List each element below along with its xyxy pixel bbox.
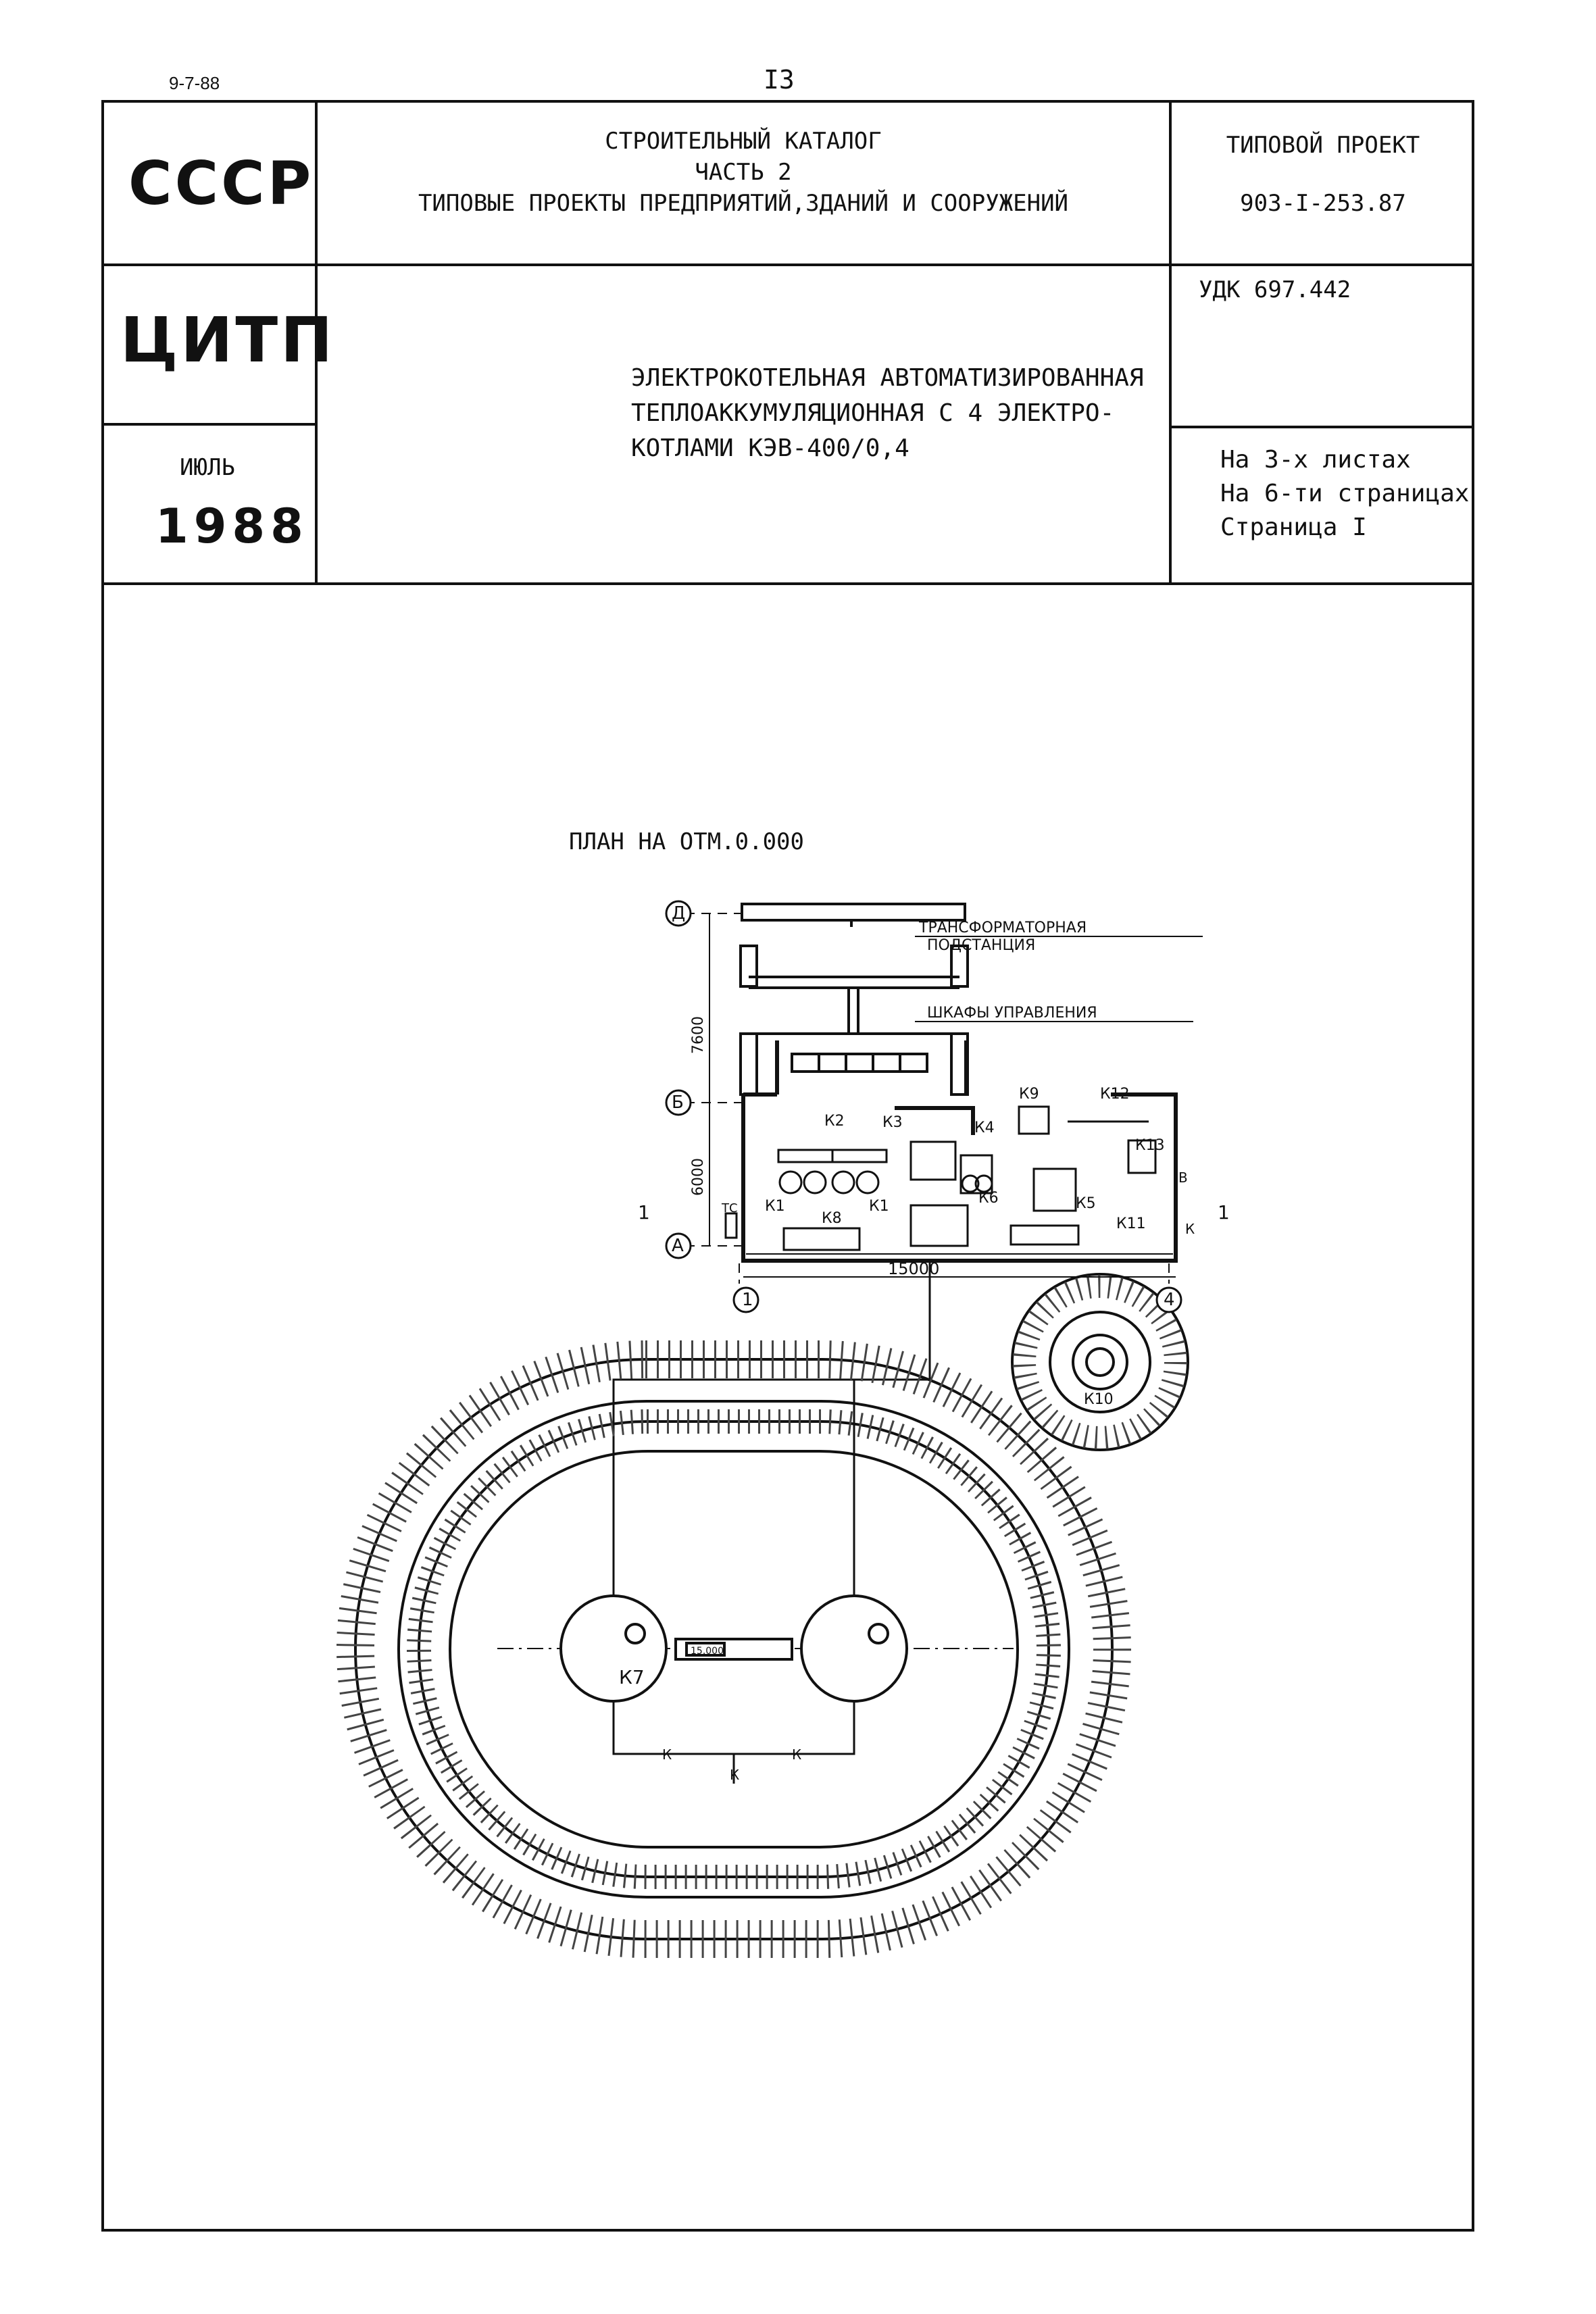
udk-code: УДК 697.442 (1199, 276, 1351, 303)
storage-tanks (559, 1594, 908, 1703)
catalog-line-2: ЧАСТЬ 2 (695, 159, 792, 186)
substation-label-1: ТРАНСФОРМАТОРНАЯ (918, 920, 1087, 936)
tc-label: ТС (721, 1201, 738, 1215)
label-k13: К13 (1135, 1137, 1165, 1154)
project-code: 903-I-253.87 (1240, 190, 1406, 217)
catalog-heading: СТРОИТЕЛЬНЫЙ КАТАЛОГ ЧАСТЬ 2 ТИПОВЫЕ ПРО… (318, 126, 1169, 219)
pipe-label-k-mid: К (730, 1767, 739, 1783)
stamp-month: ИЮЛЬ (180, 454, 235, 481)
page-number: I3 (764, 65, 795, 95)
pipe-label-k-left: К (662, 1746, 672, 1763)
page-frame (101, 100, 1474, 2232)
document-title: ЭЛЕКТРОКОТЕЛЬНАЯ АВТОМАТИЗИРОВАННАЯ ТЕПЛ… (631, 361, 1144, 466)
sheets-line-2: На 6-ти страницах (1220, 480, 1470, 507)
section-mark-left: 1 (638, 1201, 650, 1224)
dimension-15000: 15000 (888, 1259, 939, 1278)
label-k6: К6 (978, 1190, 999, 1207)
control-cabinets (791, 1053, 928, 1073)
cabinets-label: ШКАФЫ УПРАВЛЕНИЯ (927, 1005, 1097, 1022)
dimension-6000: 6000 (690, 1158, 707, 1196)
label-k3: К3 (882, 1114, 903, 1131)
axis-label-d: Д (672, 903, 685, 924)
axis-label-b: Б (672, 1092, 684, 1113)
pipelines (497, 1261, 1014, 1784)
axis-label-a: А (672, 1236, 684, 1256)
plan-title: ПЛАН НА ОТМ.0.000 (569, 828, 804, 855)
label-k11: К11 (1116, 1215, 1146, 1232)
stamp-divider (101, 423, 316, 426)
label-k2: К2 (824, 1113, 845, 1130)
tank-mark: 15.000 (691, 1646, 724, 1657)
sheets-line-3: Страница I (1220, 513, 1367, 541)
axis-label-4: 4 (1164, 1290, 1175, 1310)
pipe-label-v: В (1178, 1169, 1188, 1186)
label-k5: К5 (1076, 1195, 1096, 1212)
label-k1-left: К1 (765, 1198, 785, 1215)
section-mark-right: 1 (1218, 1201, 1230, 1224)
udk-divider (1169, 426, 1474, 428)
label-k4: К4 (974, 1120, 995, 1136)
header-row-divider-2 (101, 582, 1474, 585)
label-k9: К9 (1019, 1086, 1039, 1103)
header-row-divider-1 (101, 263, 1474, 266)
axis-label-1: 1 (742, 1290, 753, 1310)
header-col-divider-1 (315, 100, 318, 584)
label-k1-right: К1 (869, 1198, 889, 1215)
header-col-divider-2 (1169, 100, 1172, 584)
label-k12: К12 (1100, 1086, 1130, 1103)
stamp-org: ЦИТП (120, 304, 336, 376)
stamp-country: СССР (128, 149, 314, 218)
project-label: ТИПОВОЙ ПРОЕКТ (1226, 132, 1420, 159)
title-line-3: КОТЛАМИ КЭВ-400/0,4 (631, 434, 909, 462)
label-k7: К7 (619, 1666, 645, 1688)
title-line-2: ТЕПЛОАККУМУЛЯЦИОННАЯ С 4 ЭЛЕКТРО- (631, 399, 1115, 427)
sheets-info: На 3-х листах На 6-ти страницах Страница… (1220, 443, 1469, 545)
title-line-1: ЭЛЕКТРОКОТЕЛЬНАЯ АВТОМАТИЗИРОВАННАЯ (631, 364, 1144, 392)
storage-reservoir (336, 1340, 1131, 1958)
axis-lines (685, 913, 1170, 1284)
dimension-7600: 7600 (690, 1016, 707, 1054)
pipe-label-k-right: К (792, 1746, 801, 1763)
tank-k10 (1011, 1273, 1189, 1451)
building-walls (741, 1040, 1178, 1263)
catalog-line-1: СТРОИТЕЛЬНЫЙ КАТАЛОГ (605, 128, 882, 155)
boilers-equipment (724, 1105, 1157, 1251)
label-k8: К8 (822, 1210, 842, 1227)
catalog-line-3: ТИПОВЫЕ ПРОЕКТЫ ПРЕДПРИЯТИЙ,ЗДАНИЙ И СОО… (418, 190, 1069, 217)
pipe-label-k: К (1185, 1221, 1195, 1237)
axis-bubbles (665, 900, 1182, 1313)
stamp-year: 1988 (155, 499, 309, 554)
label-k10: К10 (1084, 1391, 1114, 1408)
sheets-line-1: На 3-х листах (1220, 446, 1411, 474)
document-date: 9-7-88 (169, 73, 220, 93)
dimension-lines (709, 913, 1203, 1278)
substation-label-2: ПОДСТАНЦИЯ (927, 937, 1035, 954)
